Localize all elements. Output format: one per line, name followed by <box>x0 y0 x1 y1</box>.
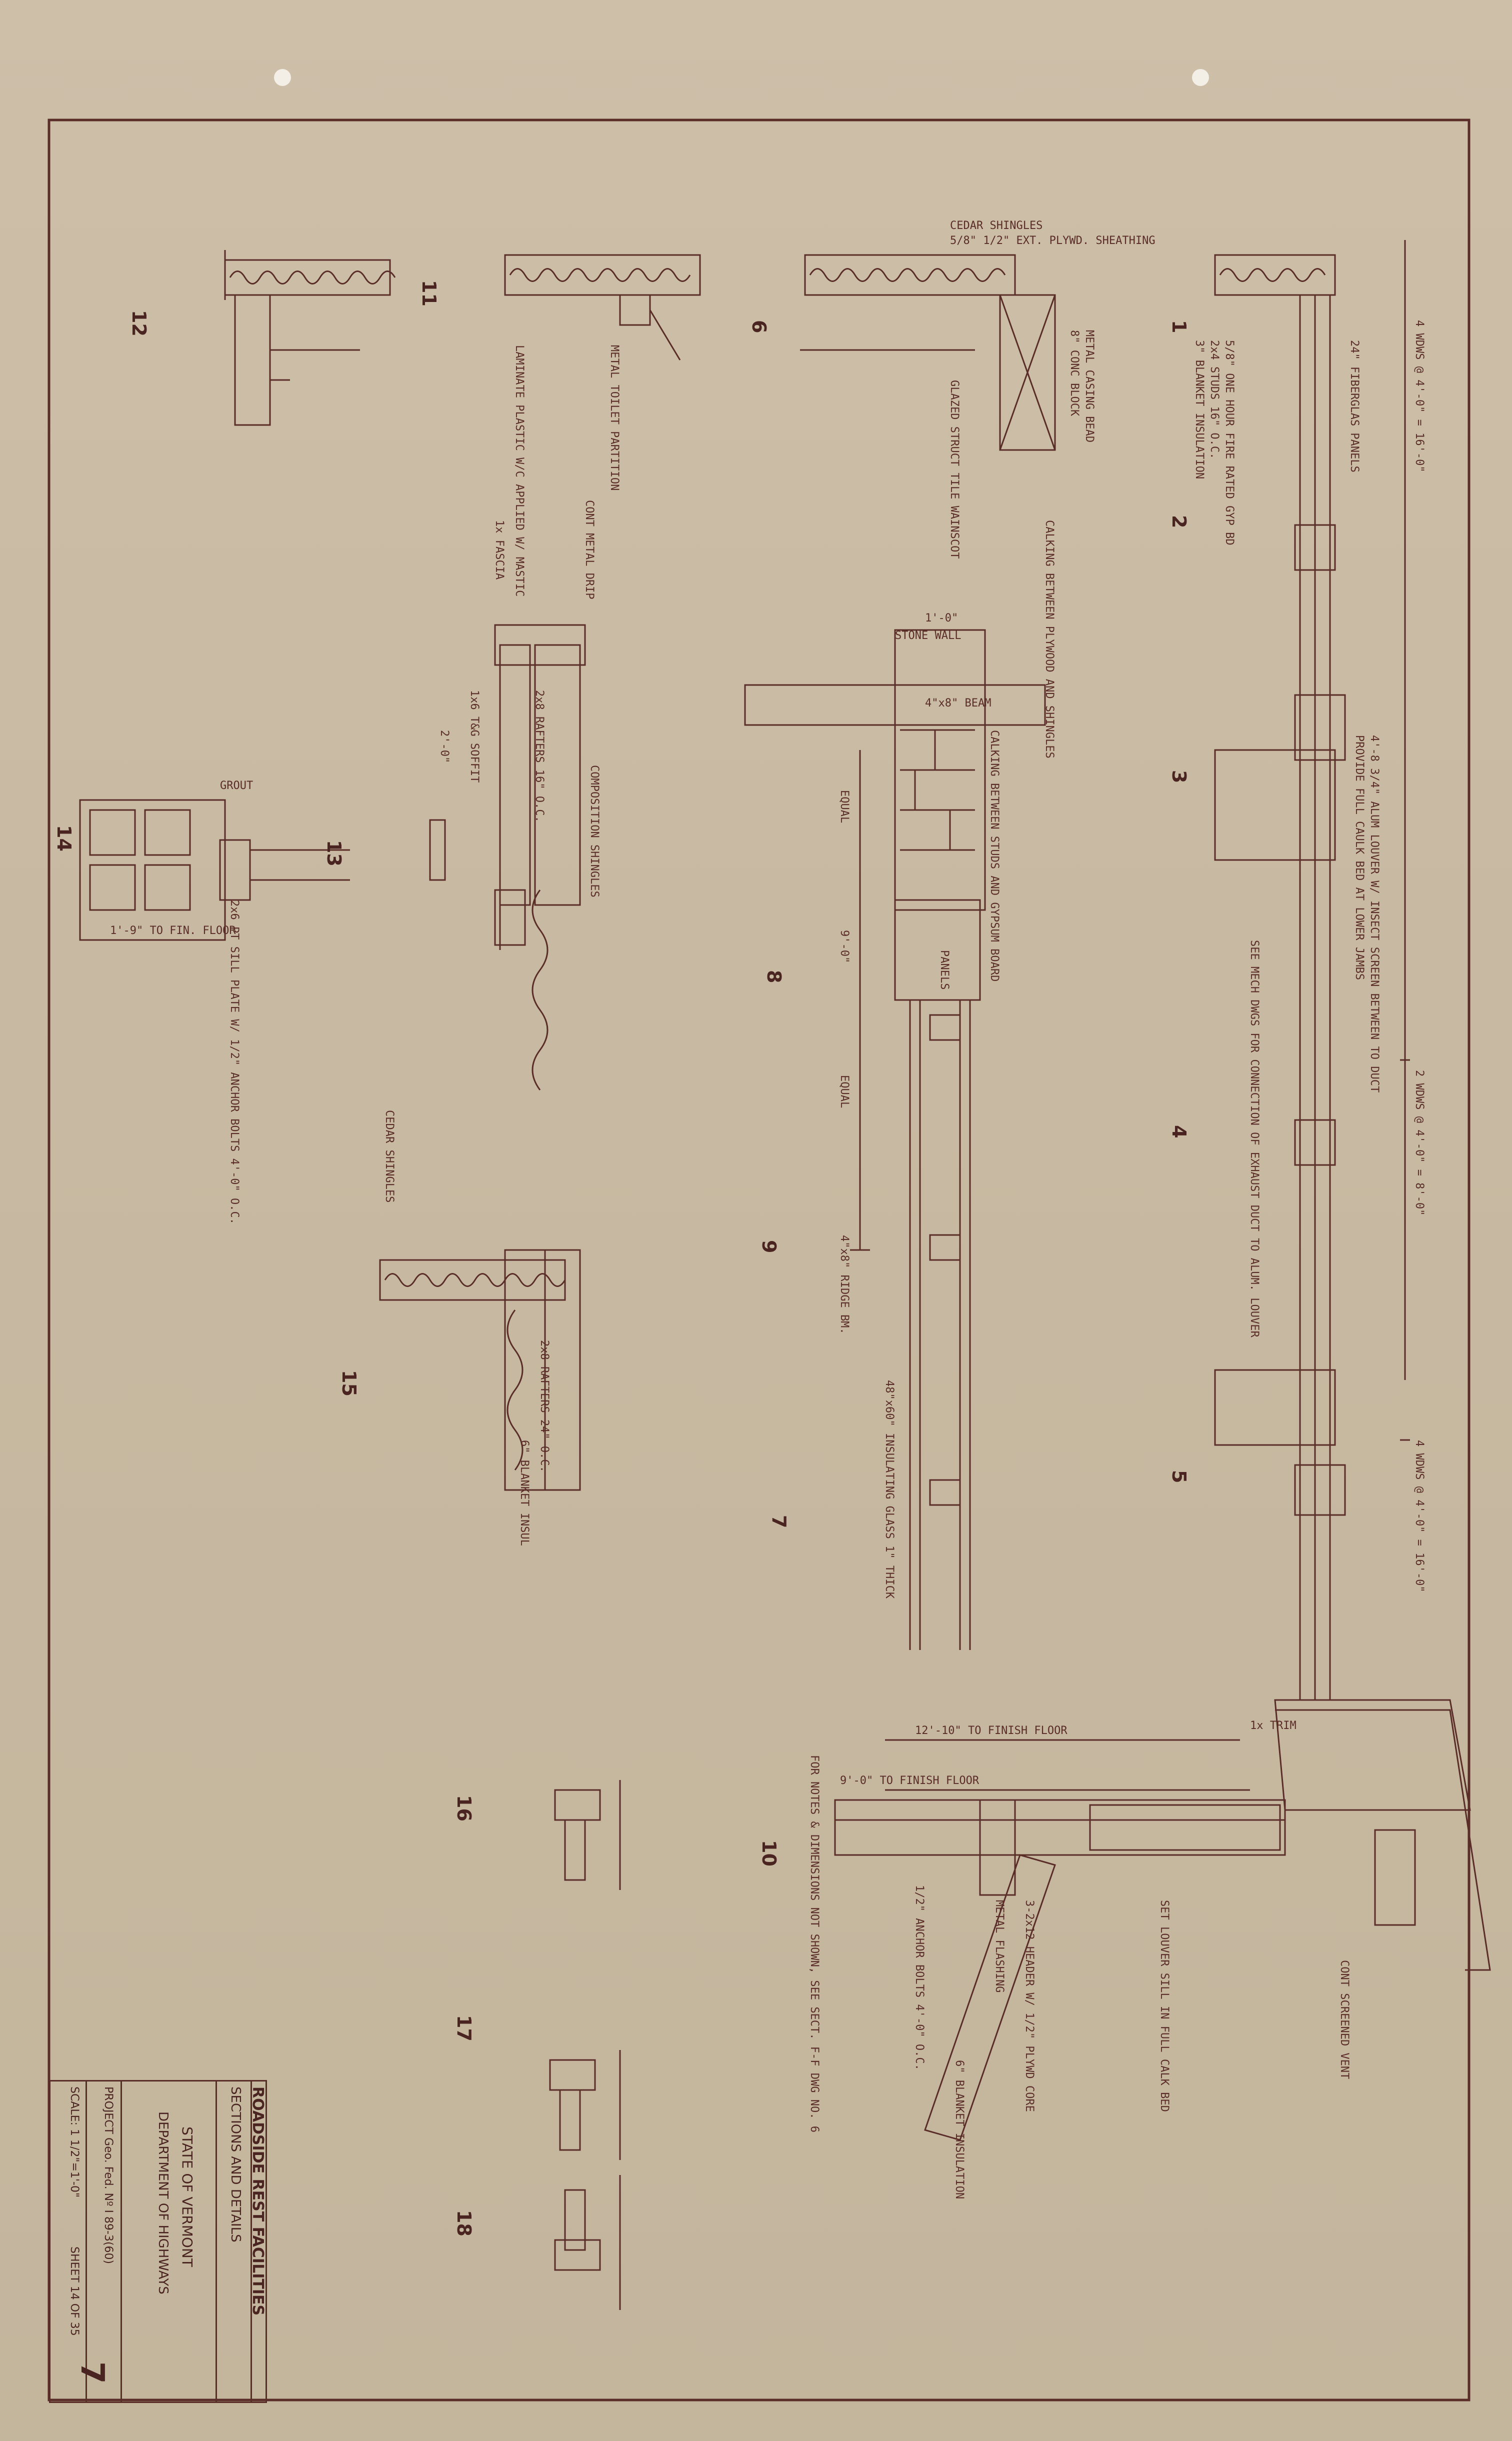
note-rafters-24: 2x8 RAFTERS 24" O.C. <box>538 1340 550 1472</box>
detail-number-3: 3 <box>1168 770 1190 784</box>
note-metal-casing: METAL CASING BEAD <box>1083 330 1096 443</box>
note-caulk-bed: PROVIDE FULL CAULK BED AT LOWER JAMBS <box>1353 735 1366 980</box>
note-finish-floor-9-0: 9'-0" TO FINISH FLOOR <box>840 1774 980 1787</box>
title-block-divider <box>216 2082 217 2402</box>
note-wdws-1: 4 WDWS @ 4'-0" = 16'-0" <box>1413 320 1426 472</box>
detail-10-linework <box>834 1699 1491 2141</box>
note-rafters: 2x8 RAFTERS 16" O.C. <box>533 690 546 822</box>
title-block-project: ROADSIDE REST FACILITIES <box>249 2086 266 2316</box>
detail-number-12: 12 <box>128 310 150 336</box>
title-block-divider <box>120 2082 122 2402</box>
note-calking-plywood: CALKING BETWEEN PLYWOOD AND SHINGLES <box>1043 520 1056 758</box>
detail-number-14: 14 <box>53 825 75 852</box>
note-header: 3-2x12 HEADER W/ 1/2" PLYWD CORE <box>1023 1900 1036 2112</box>
detail-number-5: 5 <box>1168 1470 1190 1484</box>
detail-12-linework <box>224 250 396 426</box>
note-fiberglas-panels: 24" FIBERGLAS PANELS <box>1348 340 1360 472</box>
note-panels: PANELS <box>938 950 950 990</box>
note-equal-1: EQUAL <box>838 790 850 824</box>
note-see-mech: SEE MECH DWGS FOR CONNECTION OF EXHAUST … <box>1248 940 1260 1338</box>
note-sill-plate: 2x6 PT SILL PLATE W/ 1/2" ANCHOR BOLTS 4… <box>228 900 240 1225</box>
title-block: ROADSIDE REST FACILITIES SECTIONS AND DE… <box>49 2080 267 2403</box>
note-conc-block: 8" CONC BLOCK <box>1068 330 1080 416</box>
detail-11-linework <box>504 254 701 360</box>
note-metal-toilet: METAL TOILET PARTITION <box>608 345 620 491</box>
title-block-scale: SCALE: 1 1/2"=1'-0" <box>68 2086 80 2198</box>
detail-8-linework <box>744 629 1046 1650</box>
note-glazed-tile: GLAZED STRUCT TILE WAINSCOT <box>948 380 960 559</box>
detail-number-11: 11 <box>418 280 440 306</box>
note-stone-wall: STONE WALL <box>895 630 962 642</box>
note-ridge: 4"x8" RIDGE BM. <box>838 1235 850 1334</box>
detail-number-2: 2 <box>1168 515 1190 528</box>
note-laminate: LAMINATE PLASTIC W/C APPLIED W/ MASTIC <box>513 345 526 597</box>
detail-number-9: 9 <box>758 1240 780 1254</box>
note-finish-floor-12-10: 12'-10" TO FINISH FLOOR <box>915 1724 1068 1737</box>
note-dim-2-0: 2'-0" <box>438 730 450 764</box>
detail-number-15: 15 <box>338 1370 360 1396</box>
detail-1-5-linework <box>1214 240 1410 1700</box>
note-one-hour-fire: 5/8" ONE HOUR FIRE RATED GYP BD <box>1223 340 1236 546</box>
title-block-agency-1: STATE OF VERMONT <box>179 2126 196 2267</box>
title-block-agency-2: DEPARTMENT OF HIGHWAYS <box>156 2112 170 2294</box>
title-block-divider <box>86 2082 87 2402</box>
note-cedar-shingles-15: CEDAR SHINGLES <box>383 1110 396 1203</box>
detail-number-1: 1 <box>1168 320 1190 334</box>
punch-hole <box>274 69 291 86</box>
note-fascia: 1x FASCIA <box>493 520 506 580</box>
detail-number-4: 4 <box>1168 1125 1190 1138</box>
detail-number-16: 16 <box>453 1795 475 1822</box>
note-wdws-2: 2 WDWS @ 4'-0" = 8'-0" <box>1413 1070 1426 1216</box>
title-block-drawing-no: 7 <box>74 2362 110 2384</box>
note-not-shown: FOR NOTES & DIMENSIONS NOT SHOWN, SEE SE… <box>808 1755 820 2132</box>
note-alum-louver: 4'-8 3/4" ALUM LOUVER W/ INSECT SCREEN B… <box>1368 735 1380 1093</box>
detail-number-7: 7 <box>768 1515 790 1528</box>
note-dim-9-0: 9'-0" <box>838 930 850 964</box>
detail-15-linework <box>379 1249 581 1491</box>
note-studs: 2x4 STUDS 16" O.C. <box>1208 340 1220 460</box>
detail-number-13: 13 <box>323 840 345 866</box>
note-ext-plywd: 5/8" 1/2" EXT. PLYWD. SHEATHING <box>950 234 1156 247</box>
detail-number-6: 6 <box>748 320 770 334</box>
note-cont-metal-drip: CONT METAL DRIP <box>583 500 596 600</box>
detail-number-10: 10 <box>758 1840 780 1866</box>
detail-14-linework <box>79 799 350 941</box>
note-calking-studs: CALKING BETWEEN STUDS AND GYPSUM BOARD <box>988 730 1000 982</box>
note-wdws-3: 4 WDWS @ 4'-0" = 16'-0" <box>1413 1440 1426 1592</box>
title-block-project-no: PROJECT Geo. Fed. Nº I 89-3(60) <box>102 2086 114 2264</box>
note-anchor-bolts: 1/2" ANCHOR BOLTS 4'-0" O.C. <box>913 1885 926 2070</box>
note-cont-screened-vent: CONT SCREENED VENT <box>1338 1960 1350 2080</box>
note-stone-wall-dim: 1'-0" <box>925 612 958 624</box>
note-blanket: 3" BLANKET INSULATION <box>1193 340 1206 480</box>
punch-hole <box>1192 69 1209 86</box>
title-block-divider <box>250 2082 252 2402</box>
note-fin-floor-14: 1'-9" TO FIN. FLOOR <box>110 924 236 937</box>
detail-number-18: 18 <box>453 2210 475 2236</box>
note-blanket-insul: 6" BLANKET INSUL <box>518 1440 530 1546</box>
title-block-sheet: SHEET 14 OF 35 <box>68 2246 80 2336</box>
note-beam: 4"x8" BEAM <box>925 697 992 710</box>
detail-number-17: 17 <box>453 2015 475 2042</box>
note-cedar-shingles: CEDAR SHINGLES <box>950 220 1043 232</box>
detail-6-linework <box>800 254 1056 451</box>
sheet-border <box>48 118 1470 2402</box>
detail-13-linework <box>429 624 586 1090</box>
note-grout: GROUT <box>220 780 254 792</box>
detail-16-18-linework <box>549 1780 621 2310</box>
note-blanket-insulation-10: 6" BLANKET INSULATION <box>953 2060 966 2200</box>
detail-number-8: 8 <box>763 970 785 984</box>
title-block-subtitle: SECTIONS AND DETAILS <box>228 2086 243 2242</box>
note-composition: COMPOSITION SHINGLES <box>588 765 600 898</box>
note-soffit: 1x6 T&G SOFFIT <box>468 690 480 783</box>
note-equal-2: EQUAL <box>838 1075 850 1108</box>
note-insulating-glass: 48"x60" INSULATING GLASS 1" THICK <box>883 1380 896 1599</box>
note-metal-flashing: METAL FLASHING <box>993 1900 1006 1993</box>
note-set-louver: SET LOUVER SILL IN FULL CALK BED <box>1158 1900 1170 2112</box>
note-trim: 1x TRIM <box>1250 1720 1296 1732</box>
